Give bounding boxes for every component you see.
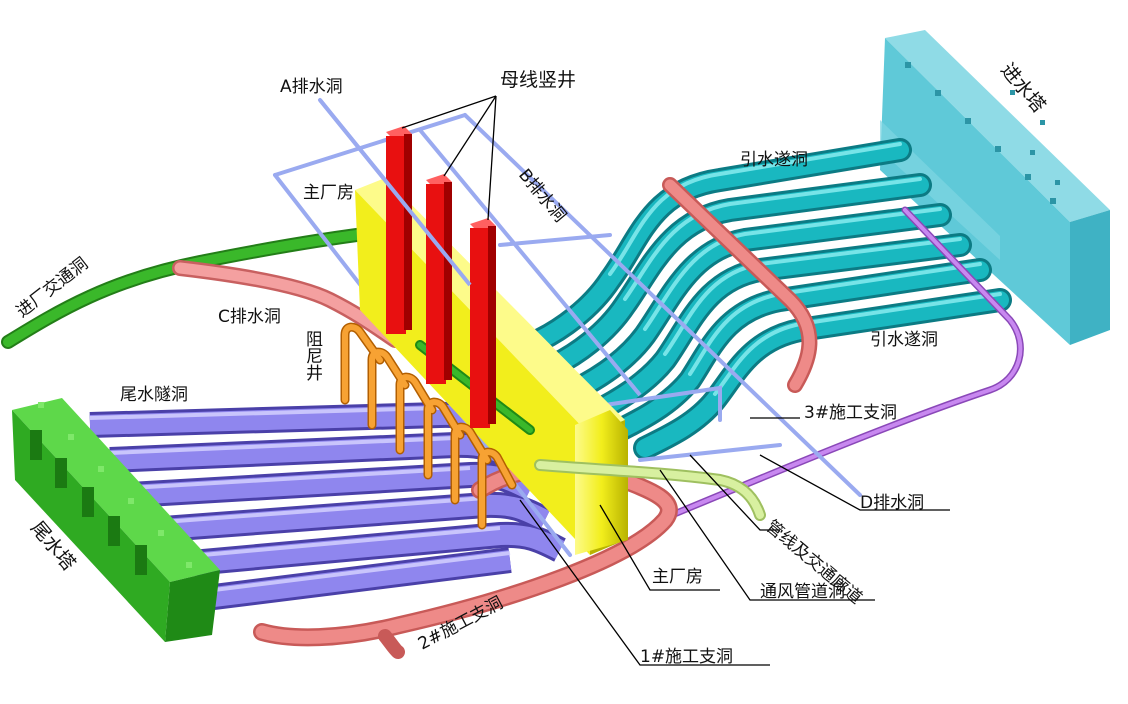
pipeline-corridor (534, 459, 766, 521)
leader-lines (401, 95, 950, 666)
ventilation-tunnel (656, 206, 1024, 524)
damping-wells (340, 322, 517, 530)
label-damping-well-group: 阻尼井 (302, 330, 323, 381)
label-intake-tunnel-bottom: 引水遂洞 (870, 330, 938, 350)
label-main-house-bottom: 主厂房 (652, 567, 703, 587)
label-b-drain: B排水洞 (514, 165, 570, 226)
intake-tunnels (528, 138, 1012, 460)
access-tunnel (1, 225, 387, 349)
label-main-house-top: 主厂房 (303, 183, 354, 203)
construction-tunnel-3 (662, 177, 818, 393)
label-const-tunnel-3: 3#施工支洞 (804, 403, 897, 423)
label-const-tunnel-1: 1#施工支洞 (640, 647, 733, 667)
drain-a-overlay (318, 98, 642, 397)
label-c-drain: C排水洞 (218, 307, 281, 327)
label-busbar-shaft: 母线竖井 (500, 69, 576, 91)
label-a-drain: A排水洞 (280, 77, 343, 97)
label-tailrace-tunnel: 尾水隧洞 (120, 385, 188, 405)
label-damping-well: 阻尼井 (302, 330, 323, 381)
label-d-drain: D排水洞 (860, 493, 924, 513)
label-ventilation-tunnel: 通风管道洞 (760, 582, 845, 602)
tail-tower (12, 398, 220, 642)
label-intake-tunnel-top: 引水遂洞 (740, 150, 808, 170)
busbar-shafts (386, 126, 496, 428)
